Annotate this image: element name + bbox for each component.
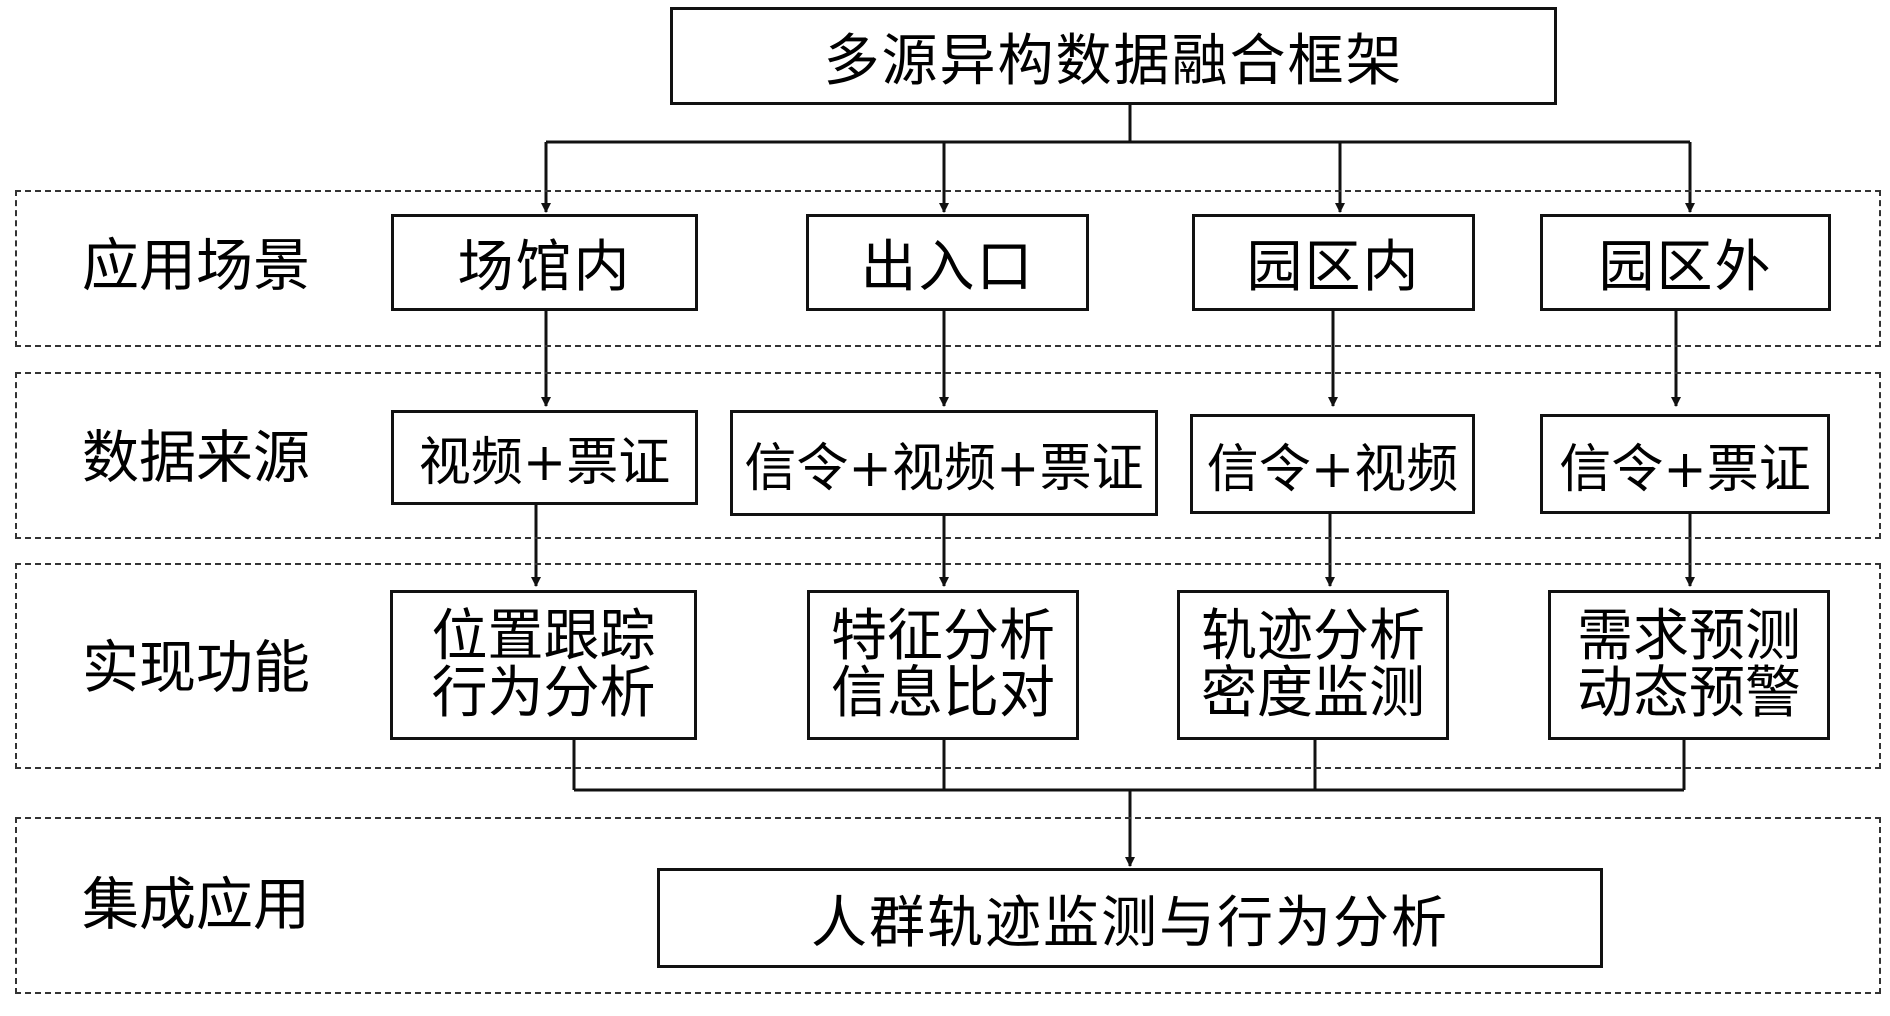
band-scenes [15, 190, 1881, 347]
function-line-2: 信息比对 [831, 661, 1055, 726]
source-box-3: 信令+视频 [1190, 414, 1475, 514]
source-label: 视频+票证 [418, 433, 671, 493]
function-line-2: 密度监测 [1201, 661, 1425, 726]
function-line-1: 需求预测 [1577, 603, 1801, 669]
source-label: 信令+视频 [1206, 439, 1459, 500]
function-line-1: 轨迹分析 [1201, 603, 1425, 669]
function-line-2: 行为分析 [431, 661, 656, 726]
function-line-2: 动态预警 [1577, 661, 1801, 726]
framework-title: 多源异构数据融合框架 [823, 28, 1404, 94]
scene-box-4: 园区外 [1540, 214, 1831, 311]
function-box-2: 特征分析 信息比对 [807, 590, 1079, 740]
source-box-4: 信令+票证 [1540, 414, 1830, 514]
band-sources [15, 372, 1881, 539]
source-label: 信令+视频+票证 [744, 438, 1144, 499]
function-line-1: 位置跟踪 [431, 603, 656, 669]
scene-box-1: 场馆内 [391, 214, 698, 311]
function-box-4: 需求预测 动态预警 [1548, 590, 1830, 740]
function-line-1: 特征分析 [831, 603, 1055, 669]
integration-label: 人群轨迹监测与行为分析 [811, 890, 1449, 956]
framework-title-box: 多源异构数据融合框架 [670, 7, 1557, 105]
function-box-3: 轨迹分析 密度监测 [1177, 590, 1449, 740]
scene-label: 园区外 [1598, 235, 1773, 300]
row-label-functions: 实现功能 [82, 635, 310, 701]
function-box-1: 位置跟踪 行为分析 [390, 590, 697, 740]
row-label-integration: 集成应用 [82, 872, 310, 938]
scene-label: 园区内 [1246, 235, 1421, 300]
integration-box: 人群轨迹监测与行为分析 [657, 868, 1603, 968]
scene-box-3: 园区内 [1192, 214, 1475, 311]
source-label: 信令+票证 [1559, 439, 1811, 500]
scene-label: 出入口 [860, 235, 1035, 300]
band-integration [15, 817, 1881, 994]
source-box-1: 视频+票证 [391, 410, 698, 505]
band-functions [15, 563, 1881, 769]
scene-box-2: 出入口 [806, 214, 1089, 311]
source-box-2: 信令+视频+票证 [730, 410, 1158, 516]
row-label-scenes: 应用场景 [82, 233, 310, 299]
row-label-sources: 数据来源 [82, 425, 310, 491]
scene-label: 场馆内 [457, 235, 632, 300]
